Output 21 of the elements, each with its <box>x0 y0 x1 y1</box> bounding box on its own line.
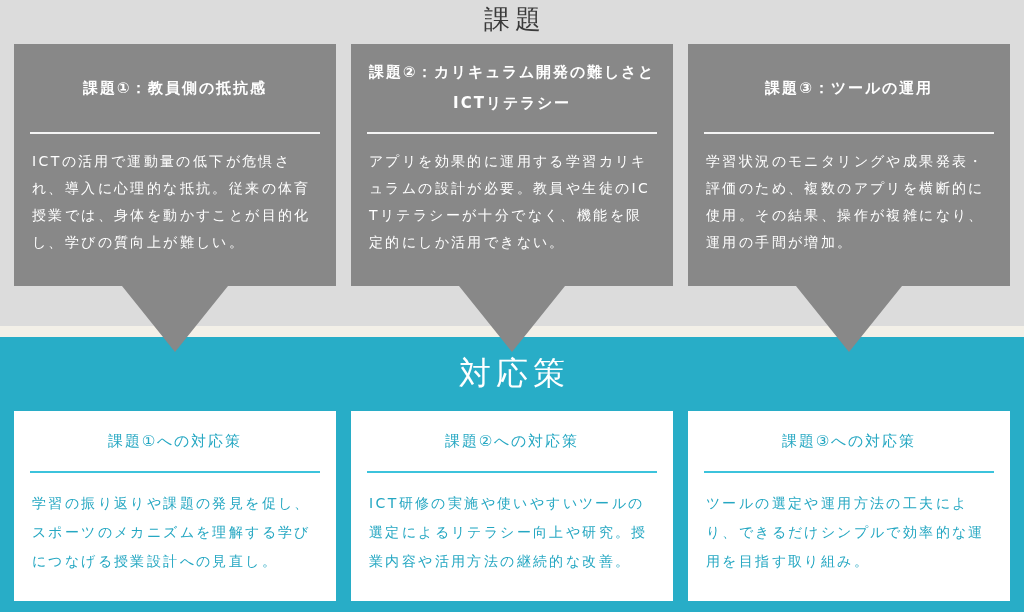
card-heading: 課題②：カリキュラム開発の難しさとICTリテラシー <box>367 62 657 114</box>
card-text: ICT研修の実施や使いやすいツールの選定によるリテラシー向上や研究。授業内容や活用方法の継続的な改善。 <box>369 494 649 571</box>
card-heading: 課題②への対応策 <box>444 430 580 452</box>
section-heading: 課題 <box>482 3 546 35</box>
solution-card <box>14 411 336 601</box>
card-heading: 課題①：教員側の抵抗感 <box>82 77 268 99</box>
card-text: ツールの選定や運用方法の工夫により、できるだけシンプルで効率的な運用を目指す取り組み。 <box>706 494 986 571</box>
solution-card <box>351 411 673 601</box>
card-text: 学習の振り返りや課題の発見を促し、スポーツのメカニズムを理解する学びにつなげる授業設計への見直し。 <box>32 494 312 571</box>
card-text: 学習状況のモニタリングや成果発表・評価のため、複数のアプリを横断的に使用。その結果、操作が複雑になり、運用の手間が増加。 <box>706 152 986 252</box>
card-text: アプリを効果的に運用する学習カリキュラムの設計が必要。教員や生徒のICTリテラシーが十分でなく、機能を限定的にしか活用できない。 <box>369 152 652 252</box>
card-heading: 課題③への対応策 <box>781 430 917 452</box>
card-heading: 課題③：ツールの運用 <box>765 77 933 99</box>
callout-box <box>688 44 1010 352</box>
callout-box <box>14 44 336 352</box>
card-heading: 課題①への対応策 <box>107 430 243 452</box>
solution-card <box>688 411 1010 601</box>
section-heading: 対応策 <box>458 354 570 392</box>
card-text: ICTの活用で運動量の低下が危惧され、導入に心理的な抵抗。従来の体育授業では、身体を動かすことが目的化し、学びの質向上が難しい。 <box>32 152 312 252</box>
section-band <box>0 337 1024 612</box>
callout-box <box>351 44 673 352</box>
